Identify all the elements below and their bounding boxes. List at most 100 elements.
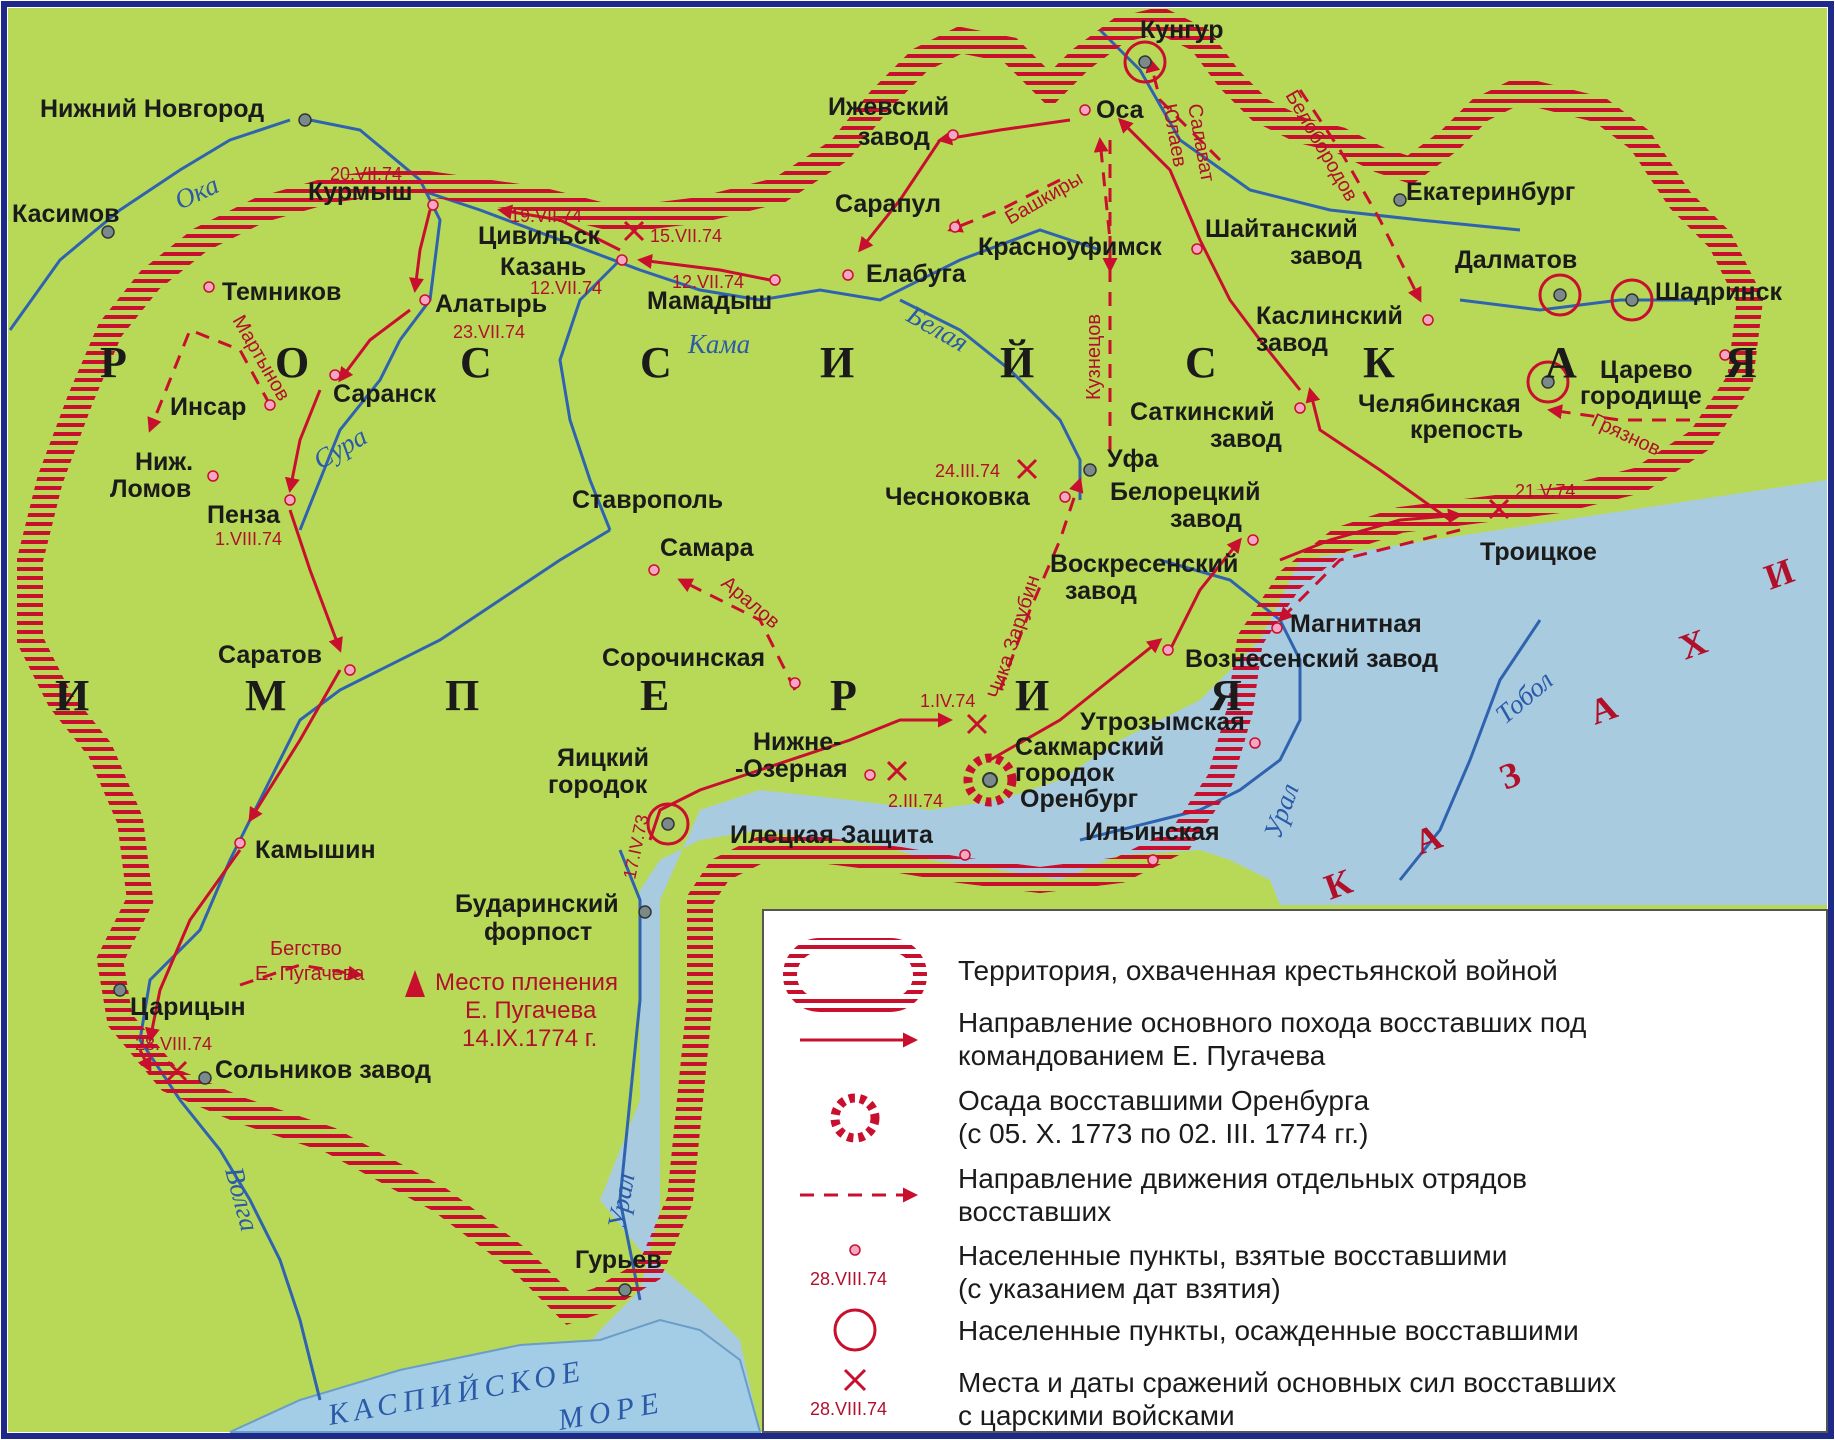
route-kuznetsov: [1093, 137, 1112, 450]
capture-line-2: Е. Пугачева: [465, 997, 597, 1024]
route-chika: [998, 477, 1084, 691]
battle-solnikov: [166, 1060, 188, 1082]
rivers: [8, 28, 1700, 1401]
label-kungur: Кунгур: [1140, 16, 1224, 44]
label-shadrinsk: Шадринск: [1655, 278, 1783, 306]
date-kazan: 12.VII.74: [530, 278, 602, 298]
letter-p: П: [445, 671, 479, 720]
river-kama: Кама: [687, 329, 750, 359]
letter-s3: С: [1185, 338, 1217, 387]
volga-upper: [558, 258, 622, 531]
route-kurmysh-alatyr: [409, 209, 432, 293]
label-dalmatov: Далматов: [1455, 246, 1577, 274]
label-saratov: Саратов: [218, 641, 322, 669]
label-kamyshin: Камышин: [255, 836, 376, 864]
legend-siege-2: (с 05. Х. 1773 по 02. III. 1774 гг.): [958, 1118, 1368, 1149]
label-sarapul: Сарапул: [835, 190, 941, 218]
letter-s2: С: [640, 338, 672, 387]
label-nizhne2: -Озерная: [735, 755, 848, 783]
label-izhevsk2: завод: [858, 123, 930, 151]
kazakh-steppe: [560, 480, 1827, 1432]
letter-r1: Р: [100, 338, 127, 387]
label-voskres1: Воскресенский: [1050, 550, 1238, 578]
label-chelyab2: крепость: [1410, 416, 1523, 444]
label-budarin2: форпост: [484, 918, 592, 946]
legend-siege-swatch: [830, 1093, 880, 1143]
date-kurmysh: 20.VII.74: [330, 164, 402, 184]
label-utrozym: Утрозымская: [1080, 708, 1245, 736]
route-saransk-penza: [284, 389, 322, 493]
label-kasimov: Касимов: [12, 200, 120, 228]
route-orenburg-voznesensk: [989, 638, 1163, 762]
ural-lower: [618, 849, 642, 1301]
label-temnikov: Темников: [222, 278, 341, 306]
letter-o: О: [275, 338, 309, 387]
legend-territory-swatch: [783, 938, 927, 1012]
route-bashkiry: [947, 178, 1061, 233]
route-beloborodov: [1298, 89, 1422, 303]
battle-troitsk: [1488, 498, 1510, 520]
route-elabuga-kazan: [637, 254, 771, 282]
label-tsarevo1: Царево: [1600, 356, 1693, 384]
label-solnikov: Сольников завод: [215, 1056, 431, 1084]
letter-k: К: [1363, 338, 1395, 387]
legend-main-route-2: командованием Е. Пугачева: [958, 1040, 1326, 1071]
label-sakmar2: городок: [1015, 759, 1115, 787]
label-tsivilsk: Цивильск: [478, 222, 601, 250]
route-saratov-kamyshin: [248, 669, 342, 823]
town-markers: [203, 104, 1731, 866]
date-nizhneozernaya: 2.III.74: [888, 791, 943, 811]
label-flight-2: Е. Пугачева: [255, 963, 365, 985]
legend-main-route-1: Направление основного похода восставших …: [958, 1007, 1586, 1038]
legend-besieged: Населенные пункты, осажденные восставшим…: [958, 1315, 1579, 1346]
capture-triangle: [405, 970, 425, 997]
label-ekaterinburg: Екатеринбург: [1406, 178, 1575, 206]
legend-siege-1: Осада восставшими Оренбурга: [958, 1085, 1370, 1116]
battle-chesnokovka: [1016, 458, 1038, 480]
label-troitskoe: Троицкое: [1480, 538, 1597, 566]
ring-shadrinsk: [1610, 278, 1654, 322]
battle-nizhneozernaya: [886, 760, 908, 782]
legend-battles-1: Места и даты сражений основных сил восст…: [958, 1367, 1616, 1398]
orenburg-siege-symbol: [963, 753, 1017, 807]
route-penza-saratov: [288, 509, 343, 653]
date-tatishchev: 1.IV.74: [920, 691, 975, 711]
route-voznesensk-beloretsk: [1168, 537, 1242, 651]
label-satkin1: Саткинский: [1130, 398, 1275, 426]
route-beloretsk-troitsk: [1279, 508, 1463, 562]
label-lomov1: Ниж.: [135, 448, 193, 476]
label-izhevsk1: Ижевский: [828, 93, 949, 121]
kama-river: [419, 188, 1101, 302]
route-yaitsk-orenburg: [648, 712, 953, 841]
label-stavropol: Ставрополь: [572, 486, 723, 514]
region-letters: Р О С С И Й С К А Я И М П Е Р И Я: [55, 338, 1757, 720]
sura-upper: [309, 118, 442, 341]
ring-tsarevo: [1526, 360, 1570, 404]
label-tsarevo2: городище: [1580, 382, 1702, 410]
besieged-rings: [646, 40, 1654, 846]
label-ilinskaya: Ильинская: [1085, 818, 1220, 846]
route-aralov: [677, 578, 797, 691]
sura-river: [298, 339, 402, 531]
ural-upper-rivers: [1098, 28, 1521, 232]
capture-line-1: Место пленения: [435, 969, 618, 996]
label-nizhny: Нижний Новгород: [40, 95, 264, 123]
route-flight: [239, 963, 363, 987]
letter-y: Й: [1000, 338, 1034, 387]
letter-i2: И: [55, 671, 89, 720]
route-kamyshin-tsaritsyn: [144, 849, 242, 1043]
label-flight-1: Бегство: [270, 938, 342, 960]
label-kazan: Казань: [500, 253, 586, 281]
date-troitsk: 21.V.74: [1515, 481, 1575, 501]
capture-line-3: 14.IX.1774 г.: [462, 1025, 597, 1052]
legend-taken-swatch: [849, 1244, 861, 1256]
date-alatyr: 23.VII.74: [453, 322, 525, 342]
label-shaitan2: завод: [1290, 242, 1362, 270]
label-osa: Оса: [1096, 96, 1145, 124]
label-tsaritsyn: Царицын: [130, 993, 246, 1021]
ring-dalmatov: [1538, 273, 1582, 317]
oka-river: [8, 118, 291, 331]
